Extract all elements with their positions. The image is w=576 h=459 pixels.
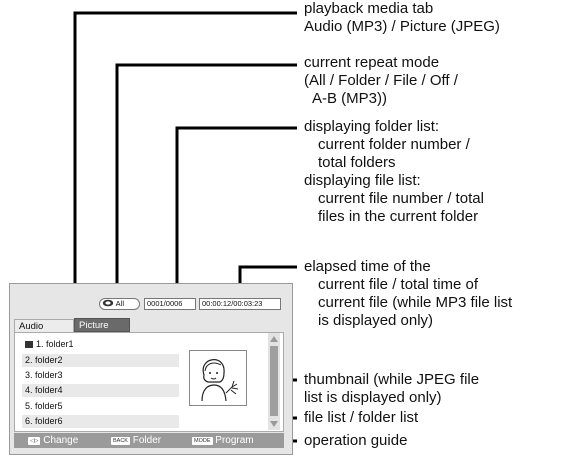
repeat-icon	[102, 299, 114, 307]
annotation-line: (All / Folder / File / Off /	[304, 72, 458, 89]
annotation-line: elapsed time of the	[304, 258, 431, 275]
repeat-mode-callout	[115, 63, 297, 298]
list-item-label: 6. folder6	[25, 416, 63, 426]
selection-marker-icon	[25, 341, 33, 348]
annotation-line: current file number / total	[318, 190, 484, 207]
annotation-line: current repeat mode	[304, 54, 440, 71]
guide-label: Folder	[132, 435, 162, 446]
list-item[interactable]: 2. folder2	[22, 354, 179, 367]
repeat-indicator: All	[99, 298, 140, 310]
annotation-line: A-B (MP3))	[312, 90, 387, 107]
operation-guide: ◁▷ Change BACK Folder MODE Program	[14, 433, 284, 448]
annotation-line: is displayed only)	[318, 312, 434, 329]
annotation-time: elapsed time of the current file / total…	[304, 258, 512, 330]
media-tab-callout	[73, 11, 297, 318]
scroll-down-icon[interactable]	[268, 419, 280, 429]
back-key-icon: BACK	[111, 437, 130, 445]
scroll-thumb[interactable]	[270, 346, 278, 416]
annotation-line: file list / folder list	[304, 409, 419, 426]
thumbnail-image	[201, 359, 239, 402]
annotation-repeat-mode: current repeat mode (All / Folder / File…	[304, 54, 458, 108]
list-item-label: 3. folder3	[25, 370, 63, 380]
list-item[interactable]: 3. folder3	[22, 369, 179, 382]
annotation-thumbnail: thumbnail (while JPEG file list is displ…	[304, 371, 479, 407]
list-item-label: 4. folder4	[25, 385, 63, 395]
annotation-line: displaying file list:	[304, 172, 421, 189]
repeat-mode-label: All	[115, 299, 125, 308]
tab-picture[interactable]: Picture	[74, 318, 130, 332]
annotation-line: Audio (MP3) / Picture (JPEG)	[304, 18, 500, 35]
thumbnail	[189, 350, 247, 406]
list-item[interactable]: 5. folder5	[22, 400, 179, 413]
guide-change: ◁▷ Change	[28, 433, 78, 448]
mode-key-icon: MODE	[192, 437, 213, 445]
list-item[interactable]: 1. folder1	[22, 338, 179, 351]
counter-callout	[175, 126, 297, 298]
annotation-line: playback media tab	[304, 0, 434, 17]
guide-label: Program	[215, 435, 254, 446]
annotation-line: total folders	[318, 154, 396, 171]
tab-audio[interactable]: Audio	[14, 319, 74, 333]
annotation-line: files in the current folder	[318, 208, 479, 225]
annotation-line: current folder number /	[318, 136, 470, 153]
guide-program: MODE Program	[192, 433, 254, 448]
annotation-counter: displaying folder list: current folder n…	[304, 118, 484, 226]
annotation-line: current file / total time of	[318, 276, 479, 293]
annotation-line: displaying folder list:	[304, 118, 440, 135]
elapsed-time: 00:00:12/00:03:23	[199, 298, 281, 310]
list-item[interactable]: 6. folder6	[22, 415, 179, 428]
list-item-label: 5. folder5	[25, 401, 63, 411]
list-item[interactable]: 4. folder4	[22, 384, 179, 397]
guide-folder: BACK Folder	[111, 433, 161, 448]
annotation-media-tab: playback media tab Audio (MP3) / Picture…	[304, 0, 500, 36]
annotation-line: thumbnail (while JPEG file	[304, 371, 480, 388]
annotation-line: current file (while MP3 file list	[318, 294, 513, 311]
annotation-guide: operation guide	[304, 432, 407, 450]
left-right-key-icon: ◁▷	[28, 437, 41, 445]
annotation-file-list: file list / folder list	[304, 409, 418, 427]
list-item-label: 1. folder1	[36, 339, 74, 349]
annotation-line: operation guide	[304, 432, 408, 449]
scrollbar[interactable]	[268, 333, 280, 430]
file-counter: 0001/0006	[144, 298, 196, 310]
guide-label: Change	[43, 435, 79, 446]
annotation-line: list is displayed only)	[304, 389, 442, 406]
list-item-label: 2. folder2	[25, 355, 63, 365]
scroll-up-icon[interactable]	[268, 334, 280, 344]
